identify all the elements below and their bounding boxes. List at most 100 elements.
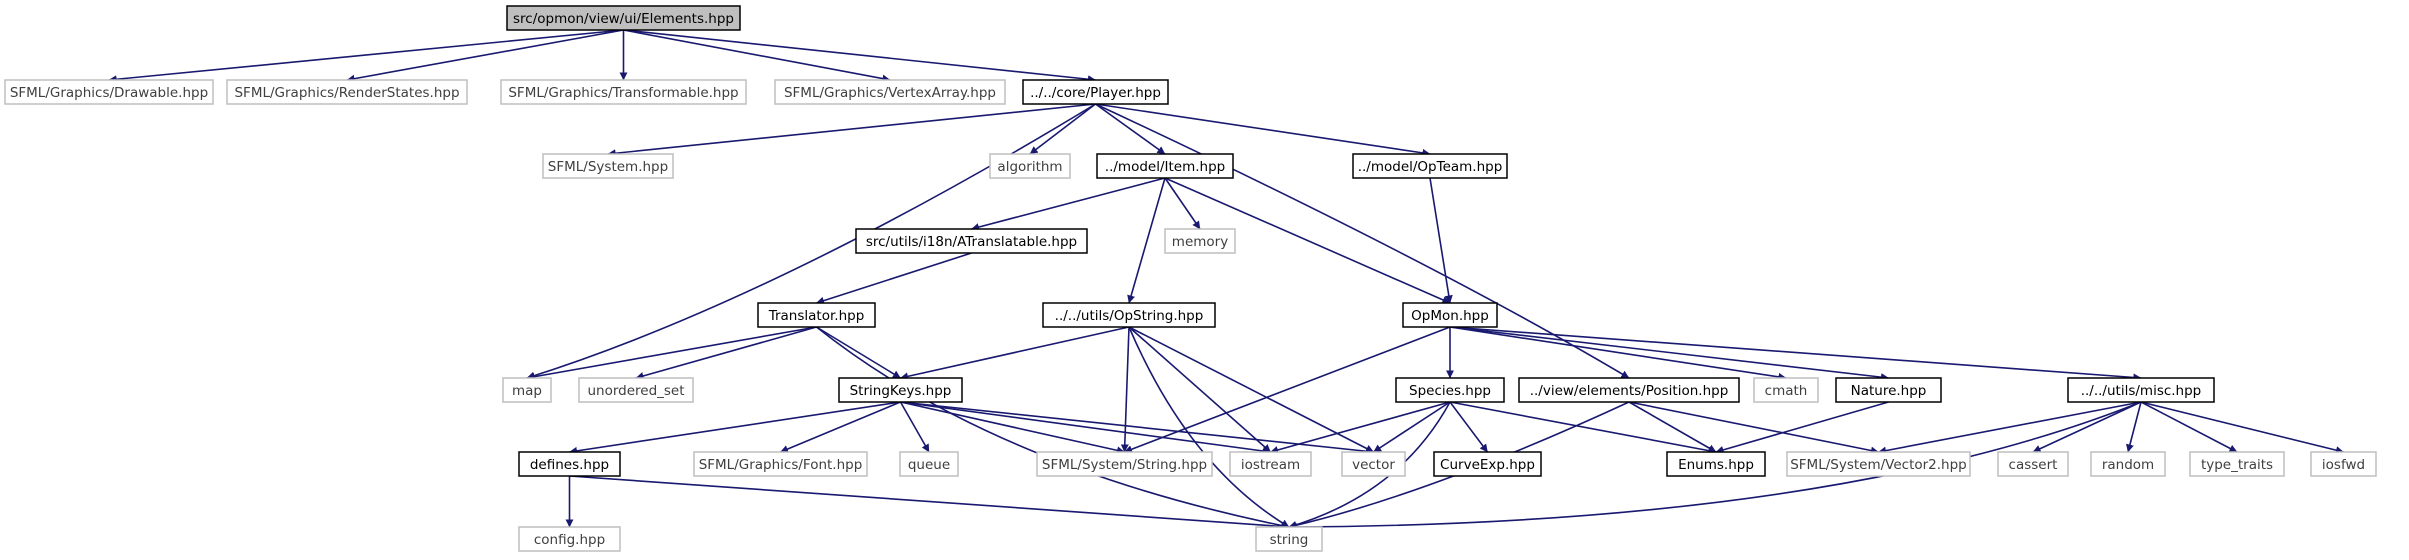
edge-line <box>2032 401 2142 453</box>
edge-player-to-opteam <box>1095 103 1431 157</box>
edge-stringkeys-to-sffont <box>780 401 901 453</box>
node-label: unordered_set <box>587 383 684 399</box>
edge-line <box>1029 103 1096 155</box>
node-label: SFML/Graphics/Transformable.hpp <box>508 85 738 101</box>
node-algorithm: algorithm <box>989 153 1071 179</box>
edge-misc-to-iosfwd <box>2140 401 2344 455</box>
node-box <box>1402 302 1498 328</box>
edge-line <box>1128 326 1290 528</box>
edge-line <box>569 401 901 455</box>
edge-player-to-item <box>1095 103 1166 155</box>
edge-line <box>526 326 817 381</box>
node-label: cassert <box>2009 457 2058 473</box>
edge-line <box>1270 401 1451 454</box>
edge-line <box>1127 177 1166 304</box>
node-item[interactable]: ../model/Item.hpp <box>1096 153 1234 179</box>
node-label: Species.hpp <box>1409 383 1491 399</box>
node-box <box>1753 377 1819 403</box>
node-box <box>1433 451 1542 477</box>
edge-line <box>623 29 891 83</box>
edge-opstring-to-iostream <box>1128 326 1272 453</box>
node-label: SFML/System/String.hpp <box>1042 457 1207 473</box>
edge-line <box>1878 401 2142 455</box>
edge-misc-to-cassert <box>2032 401 2142 453</box>
edge-line <box>900 401 1125 455</box>
node-box <box>989 153 1071 179</box>
node-label: SFML/Graphics/VertexArray.hpp <box>784 85 996 101</box>
edge-line <box>816 326 901 379</box>
edge-player-to-sfsystem <box>607 103 1096 158</box>
node-opstring[interactable]: ../../utils/OpString.hpp <box>1042 302 1216 328</box>
edge-misc-to-string <box>1288 401 2142 531</box>
edge-opstring-to-vector <box>1128 326 1374 453</box>
node-defines[interactable]: defines.hpp <box>518 451 621 477</box>
node-box <box>899 451 959 477</box>
node-root[interactable]: src/opmon/view/ui/Elements.hpp <box>506 5 741 31</box>
edge-opmon-to-cmath <box>1449 326 1787 381</box>
node-enums[interactable]: Enums.hpp <box>1666 451 1766 477</box>
node-label: memory <box>1172 234 1228 250</box>
node-translator[interactable]: Translator.hpp <box>757 302 876 328</box>
edge-position-to-sfvector2 <box>1628 401 1879 455</box>
edge-opstring-to-stringkeys <box>900 326 1130 381</box>
node-box <box>774 79 1006 105</box>
node-box <box>542 153 674 179</box>
node-box <box>1666 451 1766 477</box>
edge-line <box>899 401 930 453</box>
edge-translator-to-string <box>816 326 1290 530</box>
node-species[interactable]: Species.hpp <box>1395 377 1505 403</box>
edge-player-to-position <box>1095 103 1630 379</box>
node-vector: vector <box>1341 451 1406 477</box>
node-label: Nature.hpp <box>1851 383 1927 399</box>
node-box <box>4 79 214 105</box>
edge-root-to-drawable <box>108 29 624 84</box>
node-opteam[interactable]: ../model/OpTeam.hpp <box>1352 153 1508 179</box>
edge-item-to-opmon <box>1164 177 1451 304</box>
node-atranslatable[interactable]: src/utils/i18n/ATranslatable.hpp <box>855 228 1088 254</box>
edge-species-to-iostream <box>1270 401 1451 454</box>
node-box <box>1395 377 1505 403</box>
edge-root-to-player <box>623 29 1096 84</box>
edge-line <box>1095 103 1630 379</box>
node-nature[interactable]: Nature.hpp <box>1835 377 1942 403</box>
node-label: map <box>512 383 542 399</box>
edge-species-to-curveexp <box>1449 401 1489 453</box>
edge-stringkeys-to-queue <box>899 401 930 453</box>
edge-line <box>2126 401 2142 453</box>
edge-line <box>1095 103 1166 155</box>
node-label: ../view/elements/Position.hpp <box>1530 383 1729 399</box>
node-type_traits: type_traits <box>2189 451 2285 477</box>
edge-line <box>1120 326 1130 453</box>
node-label: Enums.hpp <box>1678 457 1754 473</box>
node-iosfwd: iosfwd <box>2310 451 2377 477</box>
node-box <box>1036 451 1213 477</box>
node-label: queue <box>908 457 950 473</box>
node-box <box>1022 79 1169 105</box>
edge-root-to-renderstates <box>346 29 624 83</box>
node-position[interactable]: ../view/elements/Position.hpp <box>1518 377 1740 403</box>
edge-line <box>1288 401 2142 531</box>
node-box <box>838 377 963 403</box>
edge-line <box>1449 326 1787 381</box>
edge-line <box>971 177 1166 231</box>
node-label: string <box>1270 532 1309 548</box>
edge-defines-to-string <box>569 475 1290 531</box>
edge-atranslatable-to-translator <box>816 252 972 305</box>
node-layer: src/opmon/view/ui/Elements.hppSFML/Graph… <box>4 5 2377 552</box>
edge-line <box>1429 177 1453 304</box>
node-curveexp[interactable]: CurveExp.hpp <box>1433 451 1542 477</box>
node-box <box>1096 153 1234 179</box>
node-misc[interactable]: ../../utils/misc.hpp <box>2067 377 2215 403</box>
edge-line <box>1628 401 1879 455</box>
node-label: src/opmon/view/ui/Elements.hpp <box>513 11 734 27</box>
node-opmon[interactable]: OpMon.hpp <box>1402 302 1498 328</box>
node-box <box>1518 377 1740 403</box>
edge-line <box>1449 401 1489 453</box>
edge-translator-to-unordered_set <box>635 326 817 380</box>
edge-line <box>1128 326 1374 453</box>
node-player[interactable]: ../../core/Player.hpp <box>1022 79 1169 105</box>
node-label: ../model/OpTeam.hpp <box>1358 159 1503 175</box>
node-stringkeys[interactable]: StringKeys.hpp <box>838 377 963 403</box>
node-label: iosfwd <box>2322 457 2365 473</box>
